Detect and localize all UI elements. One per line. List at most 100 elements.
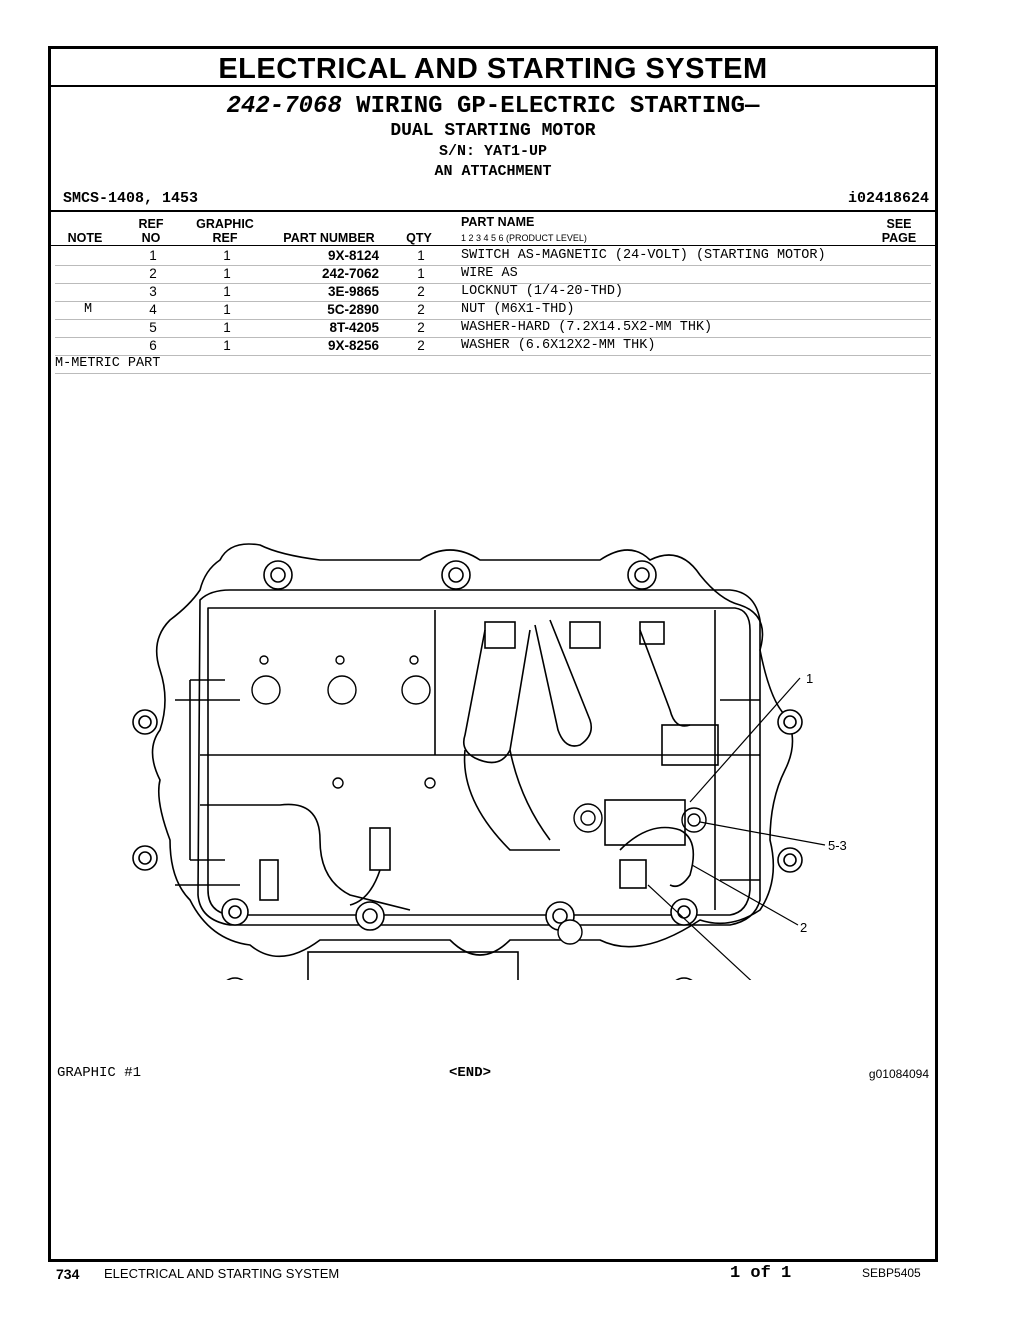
terminal-stud bbox=[687, 813, 701, 827]
panel-hole bbox=[251, 675, 281, 705]
col-ref-header-top: REF bbox=[138, 217, 164, 231]
row-ref: 2 bbox=[149, 266, 157, 281]
callout-2: 2 bbox=[800, 920, 807, 935]
cable bbox=[200, 803, 411, 911]
part-heading: 242-7068 WIRING GP-ELECTRIC STARTING— bbox=[51, 93, 935, 120]
connector bbox=[369, 827, 391, 871]
cable bbox=[349, 869, 381, 906]
row-qty: 2 bbox=[417, 338, 425, 353]
row-ref: 4 bbox=[149, 302, 157, 317]
attachment-label: AN ATTACHMENT bbox=[434, 163, 552, 180]
row-qty: 2 bbox=[417, 302, 425, 317]
row-part-name: NUT (M6X1-THD) bbox=[461, 302, 575, 317]
row-part-name: LOCKNUT (1/4-20-THD) bbox=[461, 284, 624, 299]
connector bbox=[259, 859, 279, 901]
bolt-head bbox=[226, 977, 244, 980]
row-part-number: 8T-4205 bbox=[329, 320, 379, 335]
terminal-stud bbox=[557, 919, 583, 945]
footer-section: ELECTRICAL AND STARTING SYSTEM bbox=[104, 1266, 340, 1281]
row-part-name: WIRE AS bbox=[461, 266, 518, 281]
table-row: 2 1 242-7062 1 WIRE AS bbox=[55, 265, 931, 284]
bolt-head bbox=[221, 898, 249, 926]
table-header-rule bbox=[51, 245, 935, 246]
panel-hole bbox=[335, 655, 345, 665]
table-row: 3 1 3E-9865 2 LOCKNUT (1/4-20-THD) bbox=[55, 283, 931, 302]
row-part-name: WASHER-HARD (7.2X14.5X2-MM THK) bbox=[461, 320, 713, 335]
table-row: 5 1 8T-4205 2 WASHER-HARD (7.2X14.5X2-MM… bbox=[55, 319, 931, 338]
bolt-head bbox=[627, 560, 657, 590]
bolt-head bbox=[132, 709, 158, 735]
callout-1: 1 bbox=[806, 671, 813, 686]
row-graphic-ref: 1 bbox=[223, 266, 231, 281]
row-part-number: 242-7062 bbox=[321, 266, 379, 281]
panel-hole bbox=[332, 777, 344, 789]
nut bbox=[619, 859, 647, 889]
row-part-number: 5C-2890 bbox=[327, 302, 379, 317]
part-title-line1: WIRING GP-ELECTRIC STARTING— bbox=[356, 93, 760, 120]
row-part-name: SWITCH AS-MAGNETIC (24-VOLT) (STARTING M… bbox=[461, 248, 826, 263]
table-row: 1 1 9X-8124 1 SWITCH AS-MAGNETIC (24-VOL… bbox=[55, 247, 931, 266]
row-part-number: 3E-9865 bbox=[327, 284, 379, 299]
smcs-code: SMCS-1408, 1453 bbox=[63, 190, 199, 207]
bolt-head bbox=[441, 560, 471, 590]
row-graphic-ref: 1 bbox=[223, 248, 231, 263]
leader-lines bbox=[647, 677, 826, 980]
header-rule bbox=[51, 210, 935, 212]
terminal-stud bbox=[580, 810, 596, 826]
row-part-number: 9X-8256 bbox=[327, 338, 379, 353]
note-legend: M-METRIC PART bbox=[55, 356, 161, 371]
terminal-block bbox=[484, 621, 516, 649]
row-qty: 1 bbox=[417, 266, 425, 281]
bolt-head bbox=[263, 560, 293, 590]
cover-plate bbox=[307, 951, 519, 980]
cable bbox=[462, 629, 531, 764]
end-marker: <END> bbox=[449, 1065, 492, 1081]
bolt-head bbox=[355, 901, 385, 931]
callout-5-3: 5-3 bbox=[828, 838, 847, 853]
product-level-header: 1 2 3 4 5 6 (PRODUCT LEVEL) bbox=[461, 233, 587, 243]
row-ref: 3 bbox=[149, 284, 157, 299]
cable bbox=[619, 826, 695, 888]
col-graphic-header-top: GRAPHIC bbox=[196, 217, 254, 231]
row-graphic-ref: 1 bbox=[223, 302, 231, 317]
panel-hole bbox=[327, 675, 357, 705]
row-qty: 2 bbox=[417, 320, 425, 335]
cable bbox=[463, 749, 560, 851]
illustration-id: i02418624 bbox=[847, 190, 929, 207]
cable bbox=[509, 749, 551, 841]
wiring-illustration: 1 5-3 2 4-6 bbox=[132, 543, 847, 980]
table-row: 6 1 9X-8256 2 WASHER (6.6X12X2-MM THK) bbox=[55, 337, 931, 356]
row-graphic-ref: 1 bbox=[223, 338, 231, 353]
row-ref: 6 bbox=[149, 338, 157, 353]
col-see-header-top: SEE bbox=[886, 217, 912, 231]
magnetic-switch bbox=[661, 724, 719, 766]
housing-inner-outline bbox=[197, 589, 761, 926]
graphic-id: g01084094 bbox=[868, 1067, 929, 1081]
panel-hole bbox=[401, 675, 431, 705]
row-part-name: WASHER (6.6X12X2-MM THK) bbox=[461, 338, 656, 353]
serial-number: S/N: YAT1-UP bbox=[438, 143, 548, 160]
row-qty: 2 bbox=[417, 284, 425, 299]
page-frame: ELECTRICAL AND STARTING SYSTEM 242-7068 … bbox=[48, 46, 938, 1262]
bolt-head bbox=[132, 845, 158, 871]
row-note: M bbox=[83, 302, 93, 317]
col-see-header-bottom: PAGE bbox=[881, 231, 917, 245]
housing-outline bbox=[151, 543, 794, 958]
row-qty: 1 bbox=[417, 248, 425, 263]
terminal-block bbox=[639, 621, 665, 645]
panel-hole bbox=[259, 655, 269, 665]
cable bbox=[534, 619, 593, 747]
part-title-line2: DUAL STARTING MOTOR bbox=[390, 121, 596, 141]
page-title: ELECTRICAL AND STARTING SYSTEM bbox=[51, 49, 935, 87]
note-legend-row: M-METRIC PART bbox=[55, 355, 931, 374]
table-row: M 4 1 5C-2890 2 NUT (M6X1-THD) bbox=[55, 301, 931, 320]
bolt-head bbox=[670, 898, 698, 926]
page-of: 1 of 1 bbox=[730, 1264, 792, 1283]
bolt-head bbox=[777, 847, 803, 873]
terminal-block bbox=[569, 621, 601, 649]
col-part-name-header: PART NAME bbox=[461, 215, 535, 229]
row-ref: 1 bbox=[149, 248, 157, 263]
row-part-number: 9X-8124 bbox=[327, 248, 379, 263]
bolt-head bbox=[777, 709, 803, 735]
bolt-head bbox=[675, 977, 693, 980]
